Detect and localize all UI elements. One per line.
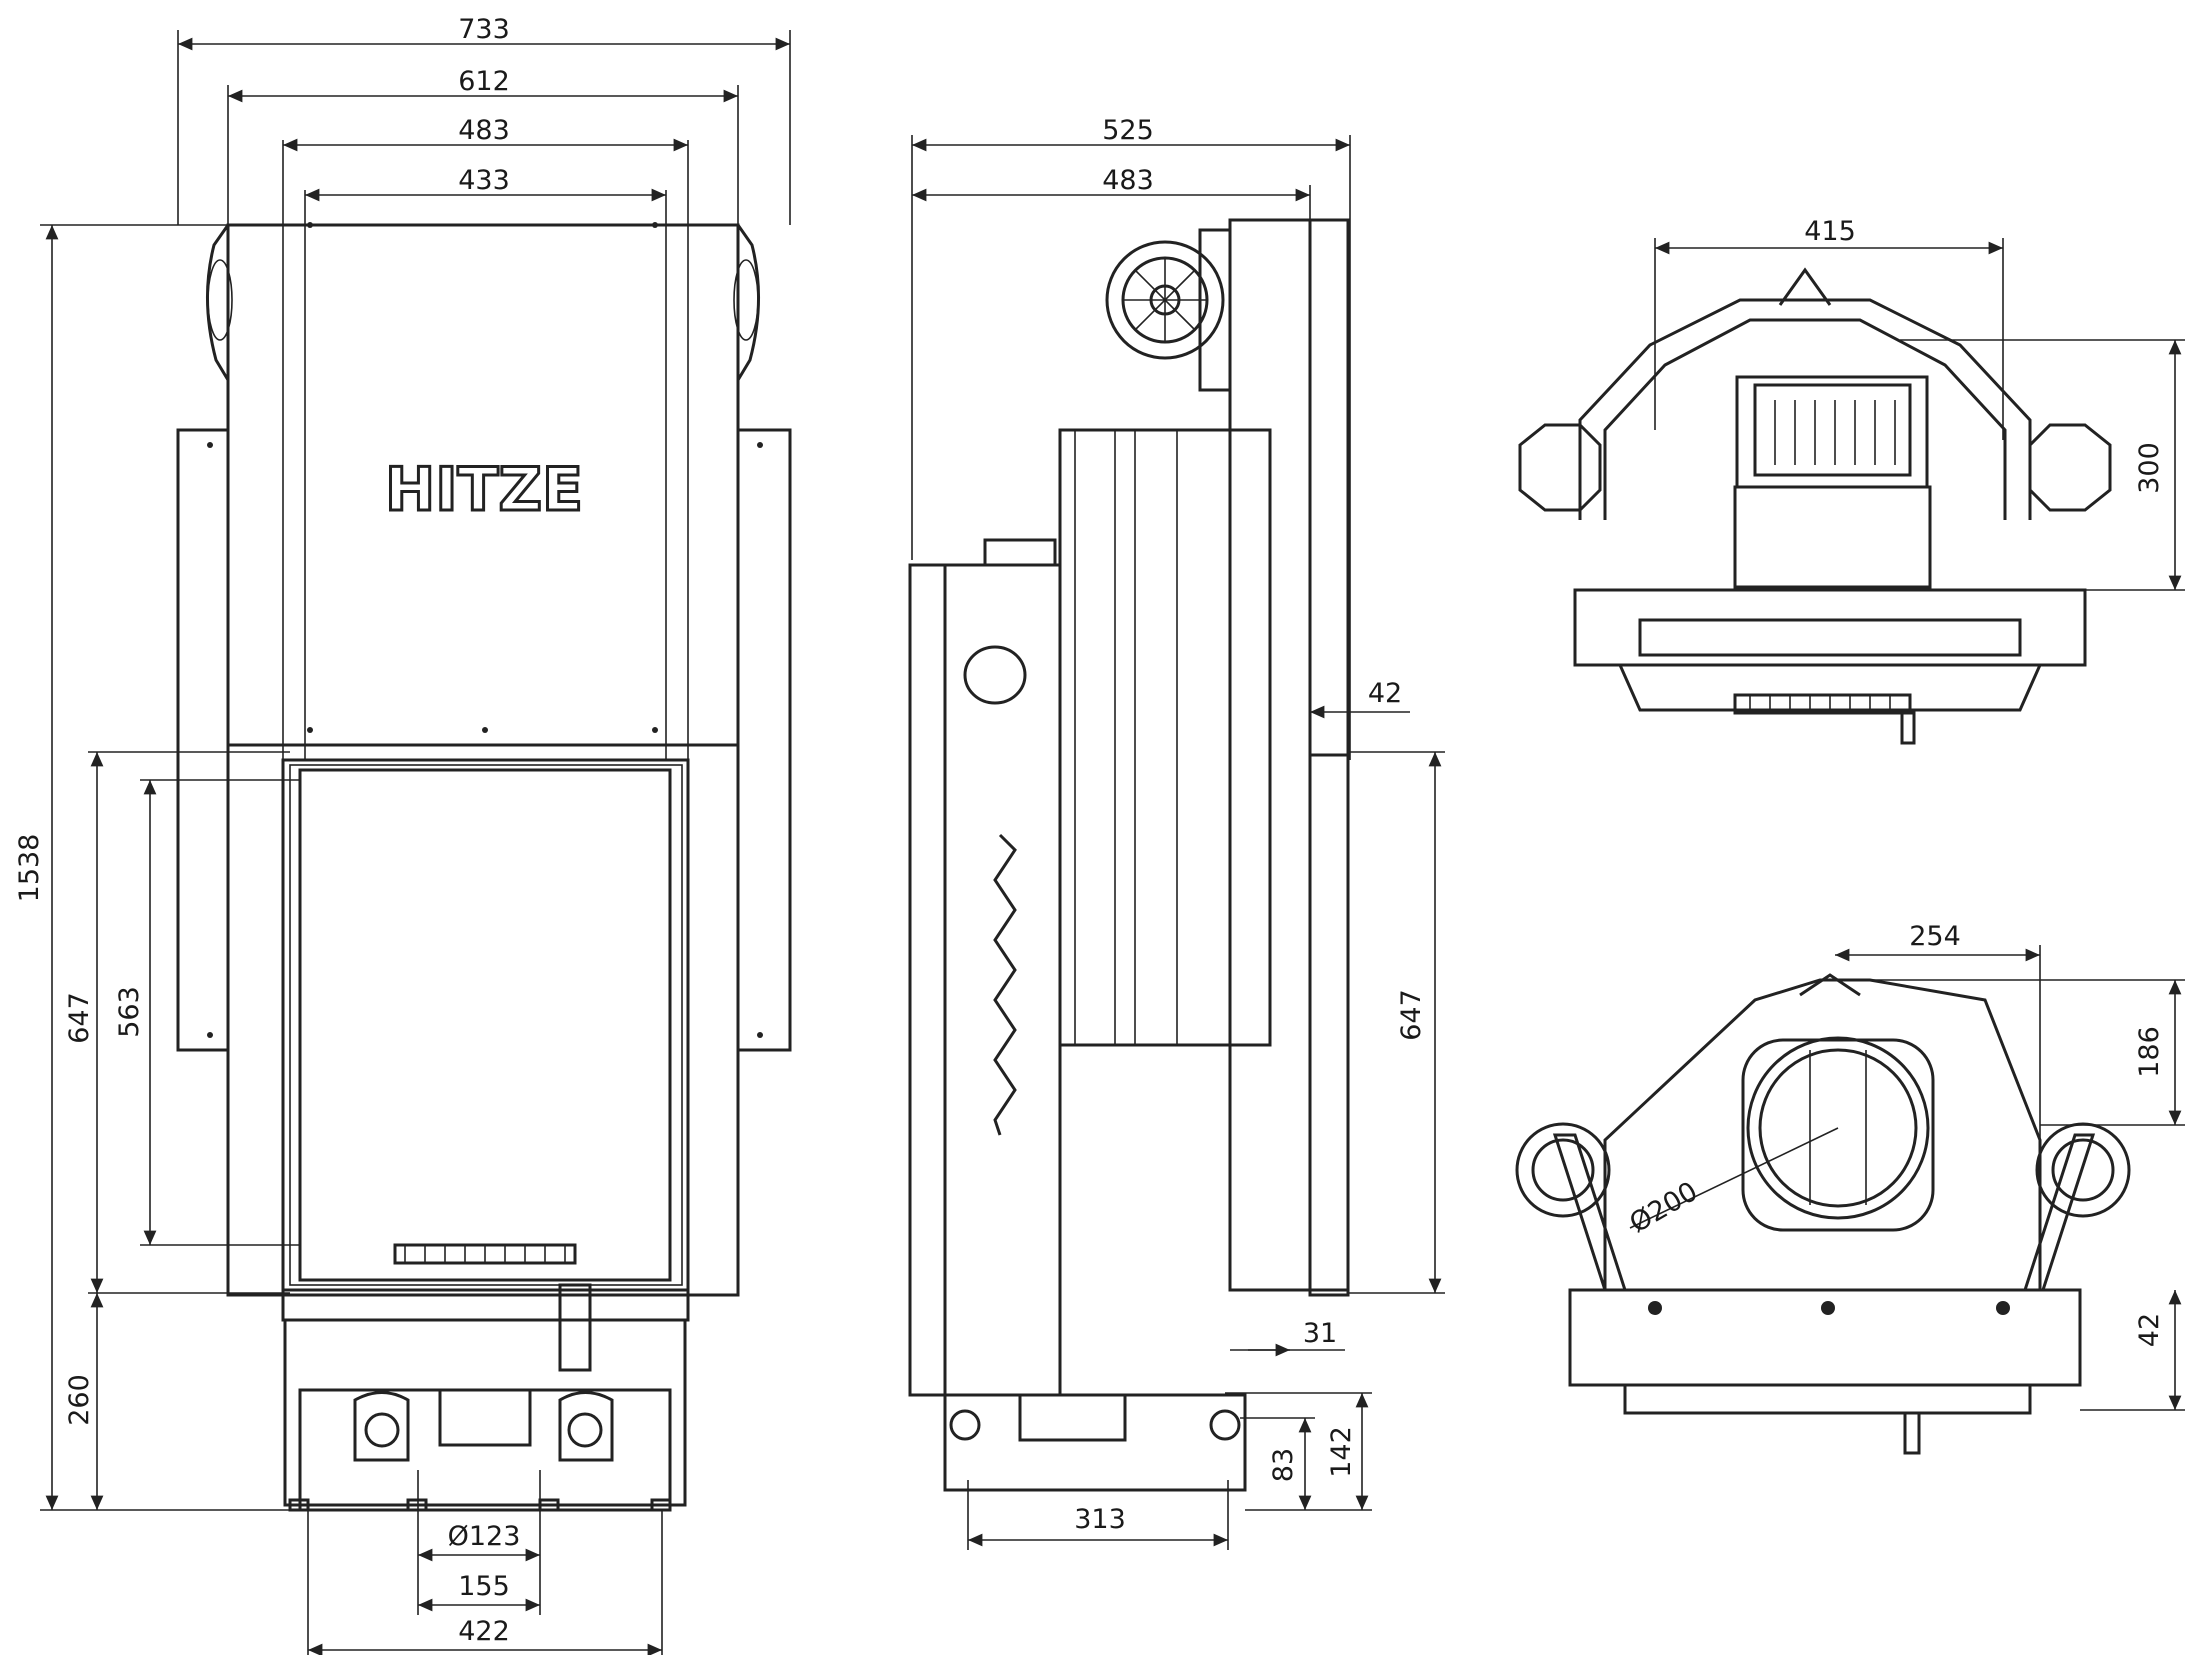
side-view (908, 218, 1350, 1492)
front-dimensions (40, 30, 791, 1655)
dim-1538: 1538 (14, 834, 45, 903)
dim-260: 260 (64, 1374, 95, 1426)
top-dimensions (1654, 238, 2185, 591)
dim-83: 83 (1268, 1448, 1299, 1482)
dim-733: 733 (458, 14, 510, 45)
brand-logo: HITZE (385, 455, 583, 525)
dim-313: 313 (1074, 1504, 1126, 1535)
dim-d200: Ø200 (1624, 1176, 1703, 1239)
bottom-dimensions (1835, 945, 2185, 1411)
dim-525: 525 (1102, 115, 1154, 146)
dim-483-side: 483 (1102, 165, 1154, 196)
dim-612: 612 (458, 66, 510, 97)
dim-422: 422 (458, 1616, 510, 1647)
dim-300: 300 (2134, 442, 2165, 494)
dim-155: 155 (458, 1571, 510, 1602)
dim-563: 563 (114, 986, 145, 1038)
dim-142: 142 (1326, 1426, 1357, 1478)
dim-433: 433 (458, 165, 510, 196)
dim-186: 186 (2134, 1026, 2165, 1078)
bottom-view (1515, 973, 2131, 1455)
side-dimensions (911, 135, 1445, 1550)
dim-42-side: 42 (1368, 678, 1402, 709)
dim-31: 31 (1303, 1318, 1337, 1349)
dim-647: 647 (64, 992, 95, 1044)
dim-483: 483 (458, 115, 510, 146)
dim-42-bottom: 42 (2134, 1313, 2165, 1347)
front-view (176, 140, 792, 1512)
dim-254: 254 (1909, 921, 1961, 952)
dim-415: 415 (1804, 216, 1856, 247)
dim-d123: Ø123 (448, 1521, 521, 1552)
dim-647-side: 647 (1396, 989, 1427, 1041)
top-view (1518, 267, 2112, 745)
